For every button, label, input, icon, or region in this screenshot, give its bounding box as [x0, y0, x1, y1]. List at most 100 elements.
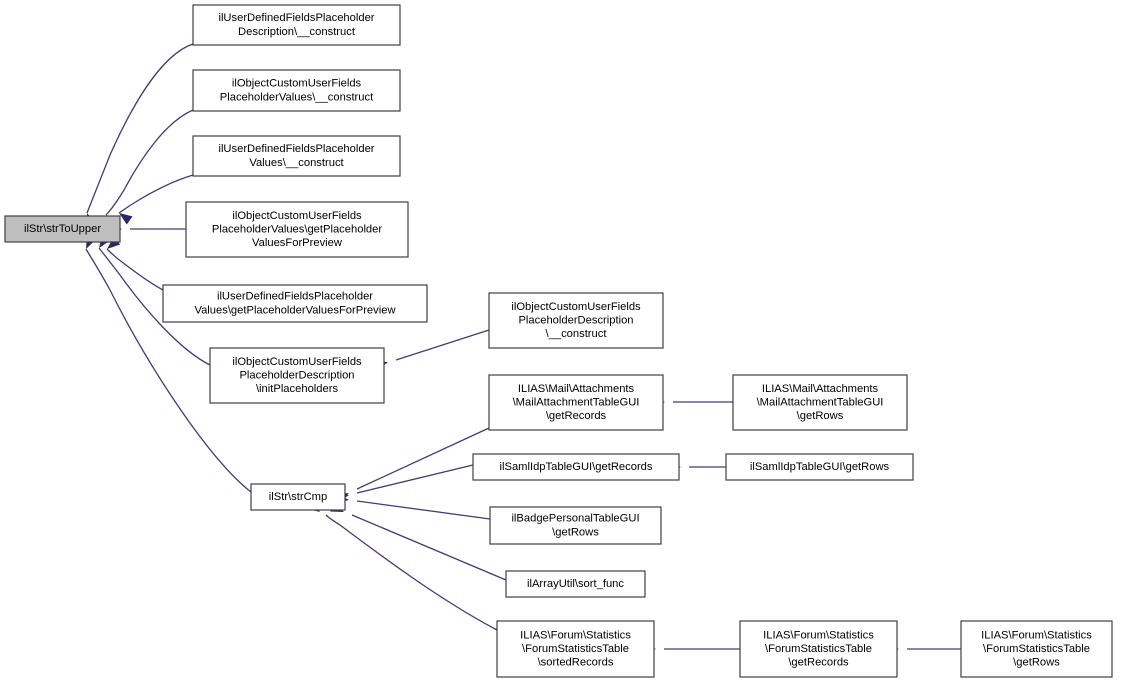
node-label-line: Values\getPlaceholderValuesForPreview [194, 304, 396, 316]
node-label-line: ilObjectCustomUserFields [232, 210, 362, 222]
node-label-line: ILIAS\Forum\Statistics [981, 629, 1092, 641]
graph-edge [105, 109, 194, 216]
graph-node[interactable]: ILIAS\Forum\Statistics\ForumStatisticsTa… [739, 620, 898, 678]
node-label-line: ilBadgePersonalTableGUI [511, 513, 639, 525]
node-label-line: \MailAttachmentTableGUI [513, 396, 640, 408]
node-label: ilBadgePersonalTableGUI\getRows [511, 513, 639, 539]
node-label-line: \getRecords [788, 657, 849, 669]
node-label-line: ValuesForPreview [252, 237, 343, 249]
node-label-line: \getRows [552, 526, 599, 538]
node-box[interactable] [4, 215, 121, 243]
arrowhead-icon [107, 236, 121, 249]
graph-node[interactable]: ilStr\strToUpper [4, 215, 121, 243]
node-label-line: ilUserDefinedFieldsPlaceholder [217, 291, 373, 303]
node-label-line: PlaceholderValues\getPlaceholder [212, 223, 382, 235]
graph-node[interactable]: ILIAS\Forum\Statistics\ForumStatisticsTa… [496, 620, 655, 678]
node-box[interactable] [192, 4, 401, 46]
node-label-line: ilStr\strCmp [269, 491, 327, 503]
node-box[interactable] [488, 374, 664, 431]
graph-edge [98, 247, 211, 366]
node-label-line: ilObjectCustomUserFields [232, 78, 362, 90]
node-box[interactable] [960, 620, 1113, 678]
arrowheads-layer [86, 213, 899, 654]
node-label-line: \sortedRecords [538, 657, 614, 669]
graph-node[interactable]: ILIAS\Mail\Attachments\MailAttachmentTab… [732, 374, 908, 431]
node-label-line: PlaceholderValues\__construct [220, 91, 374, 103]
node-label-line: Values\__construct [249, 157, 344, 169]
node-box[interactable] [725, 453, 914, 481]
node-label-line: PlaceholderDescription [518, 314, 633, 326]
node-label-line: ilUserDefinedFieldsPlaceholder [218, 143, 374, 155]
node-label-line: \MailAttachmentTableGUI [757, 396, 884, 408]
node-label: ilStr\strCmp [269, 491, 327, 503]
node-box[interactable] [250, 483, 346, 511]
node-box[interactable] [488, 292, 664, 349]
node-label-line: ilStr\strToUpper [24, 223, 101, 235]
node-label-line: PlaceholderDescription [239, 369, 354, 381]
node-label-line: \__construct [546, 328, 608, 340]
nodes-layer: ilStr\strToUpper ilUserDefinedFieldsPlace… [4, 4, 1113, 678]
node-box[interactable] [192, 69, 401, 112]
node-label: ILIAS\Mail\Attachments\MailAttachmentTab… [513, 383, 640, 422]
graph-edge [356, 500, 491, 520]
node-label: ILIAS\Forum\Statistics\ForumStatisticsTa… [763, 629, 874, 668]
node-label-line: ilArrayUtil\sort_func [527, 578, 624, 590]
graph-edge [356, 427, 490, 490]
node-label-line: ilUserDefinedFieldsPlaceholder [218, 12, 374, 24]
node-label-line: \getRows [797, 410, 844, 422]
node-label: ilStr\strToUpper [24, 223, 101, 235]
graph-node[interactable]: ilArrayUtil\sort_func [505, 570, 646, 598]
node-label-line: \ForumStatisticsTable [983, 643, 1090, 655]
node-box[interactable] [732, 374, 908, 431]
graph-edge [351, 514, 507, 581]
node-label-line: \getRecords [546, 410, 607, 422]
node-label-line: \initPlaceholders [256, 383, 338, 395]
node-label-line: ilObjectCustomUserFields [511, 301, 641, 313]
graph-node[interactable]: ilStr\strCmp [250, 483, 346, 511]
graph-node[interactable]: ILIAS\Forum\Statistics \ForumStatisticsTa… [960, 620, 1113, 678]
node-box[interactable] [209, 347, 385, 404]
graph-edge [85, 248, 252, 493]
node-label-line: ilSamlIdpTableGUI\getRecords [500, 461, 653, 473]
graph-node[interactable]: ilSamlIdpTableGUI\getRows [725, 453, 914, 481]
node-label-line: ILIAS\Mail\Attachments [762, 383, 879, 395]
node-box[interactable] [505, 570, 646, 598]
edges-layer [85, 43, 961, 650]
node-box[interactable] [496, 620, 655, 678]
graph-node[interactable]: ilSamlIdpTableGUI\getRecords [472, 453, 680, 481]
node-box[interactable] [185, 201, 409, 258]
node-label-line: ilObjectCustomUserFields [232, 356, 362, 368]
node-label: ilSamlIdpTableGUI\getRecords [500, 461, 653, 473]
node-box[interactable] [472, 453, 680, 481]
graph-edge [325, 514, 498, 631]
node-label: ilSamlIdpTableGUI\getRows [750, 461, 890, 473]
node-box[interactable] [739, 620, 898, 678]
graph-edge [106, 248, 164, 291]
node-box[interactable] [192, 135, 401, 177]
node-box[interactable] [162, 284, 428, 323]
graph-node[interactable]: ILIAS\Mail\Attachments\MailAttachmentTab… [488, 374, 664, 431]
node-label-line: ILIAS\Forum\Statistics [763, 629, 874, 641]
node-label-line: ilSamlIdpTableGUI\getRows [750, 461, 890, 473]
node-label-line: Description\__construct [238, 26, 356, 38]
node-label-line: \ForumStatisticsTable [522, 643, 629, 655]
graph-edge [118, 174, 194, 214]
node-box[interactable] [489, 506, 662, 545]
graph-node[interactable]: ilBadgePersonalTableGUI\getRows [489, 506, 662, 545]
